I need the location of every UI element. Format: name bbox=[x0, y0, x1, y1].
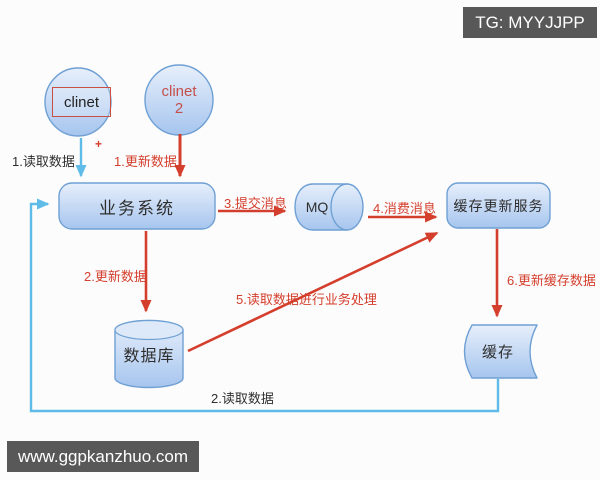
cache-shape bbox=[463, 324, 538, 379]
client2-label: clinet 2 bbox=[145, 83, 213, 117]
edge-label-update-cache-data: 6.更新缓存数据 bbox=[507, 273, 596, 288]
edge-label-consume-message: 4.消费消息 bbox=[373, 201, 436, 216]
cache-update-service-box bbox=[446, 182, 551, 229]
business-system-box bbox=[58, 182, 216, 230]
client1-circle bbox=[44, 67, 112, 137]
edge-label-read-data-1: 1.读取数据 bbox=[12, 154, 75, 169]
client2-label-line1: clinet bbox=[161, 83, 197, 100]
edge-label-update-data-1: 1.更新数据 bbox=[114, 154, 177, 169]
business-system-label: 业务系统 bbox=[99, 198, 175, 218]
edge-read-data-2-loop bbox=[29, 198, 500, 413]
edge-label-read-and-process: 5.读取数据进行业务处理 bbox=[236, 292, 377, 307]
edge-label-update-data-2: 2.更新数据 bbox=[84, 269, 147, 284]
site-watermark: www.ggpkanzhuo.com bbox=[7, 441, 199, 472]
database-cylinder-top bbox=[114, 319, 184, 341]
tg-badge: TG: MYYJJPP bbox=[463, 7, 597, 38]
edge-label-submit-message: 3.提交消息 bbox=[224, 196, 287, 211]
cache-update-service-label: 缓存更新服务 bbox=[453, 197, 544, 214]
client1-label: clinet bbox=[52, 87, 111, 117]
edge-read-and-process bbox=[187, 231, 439, 353]
client2-label-line2: 2 bbox=[174, 100, 184, 117]
database-label: 数据库 bbox=[123, 348, 175, 365]
edge-label-read-data-2: 2.读取数据 bbox=[211, 391, 274, 406]
mq-cylinder-cap bbox=[330, 183, 364, 231]
cache-label: 缓存 bbox=[481, 344, 514, 361]
mq-label: MQ bbox=[305, 199, 329, 215]
plus-mark: + bbox=[95, 137, 103, 151]
